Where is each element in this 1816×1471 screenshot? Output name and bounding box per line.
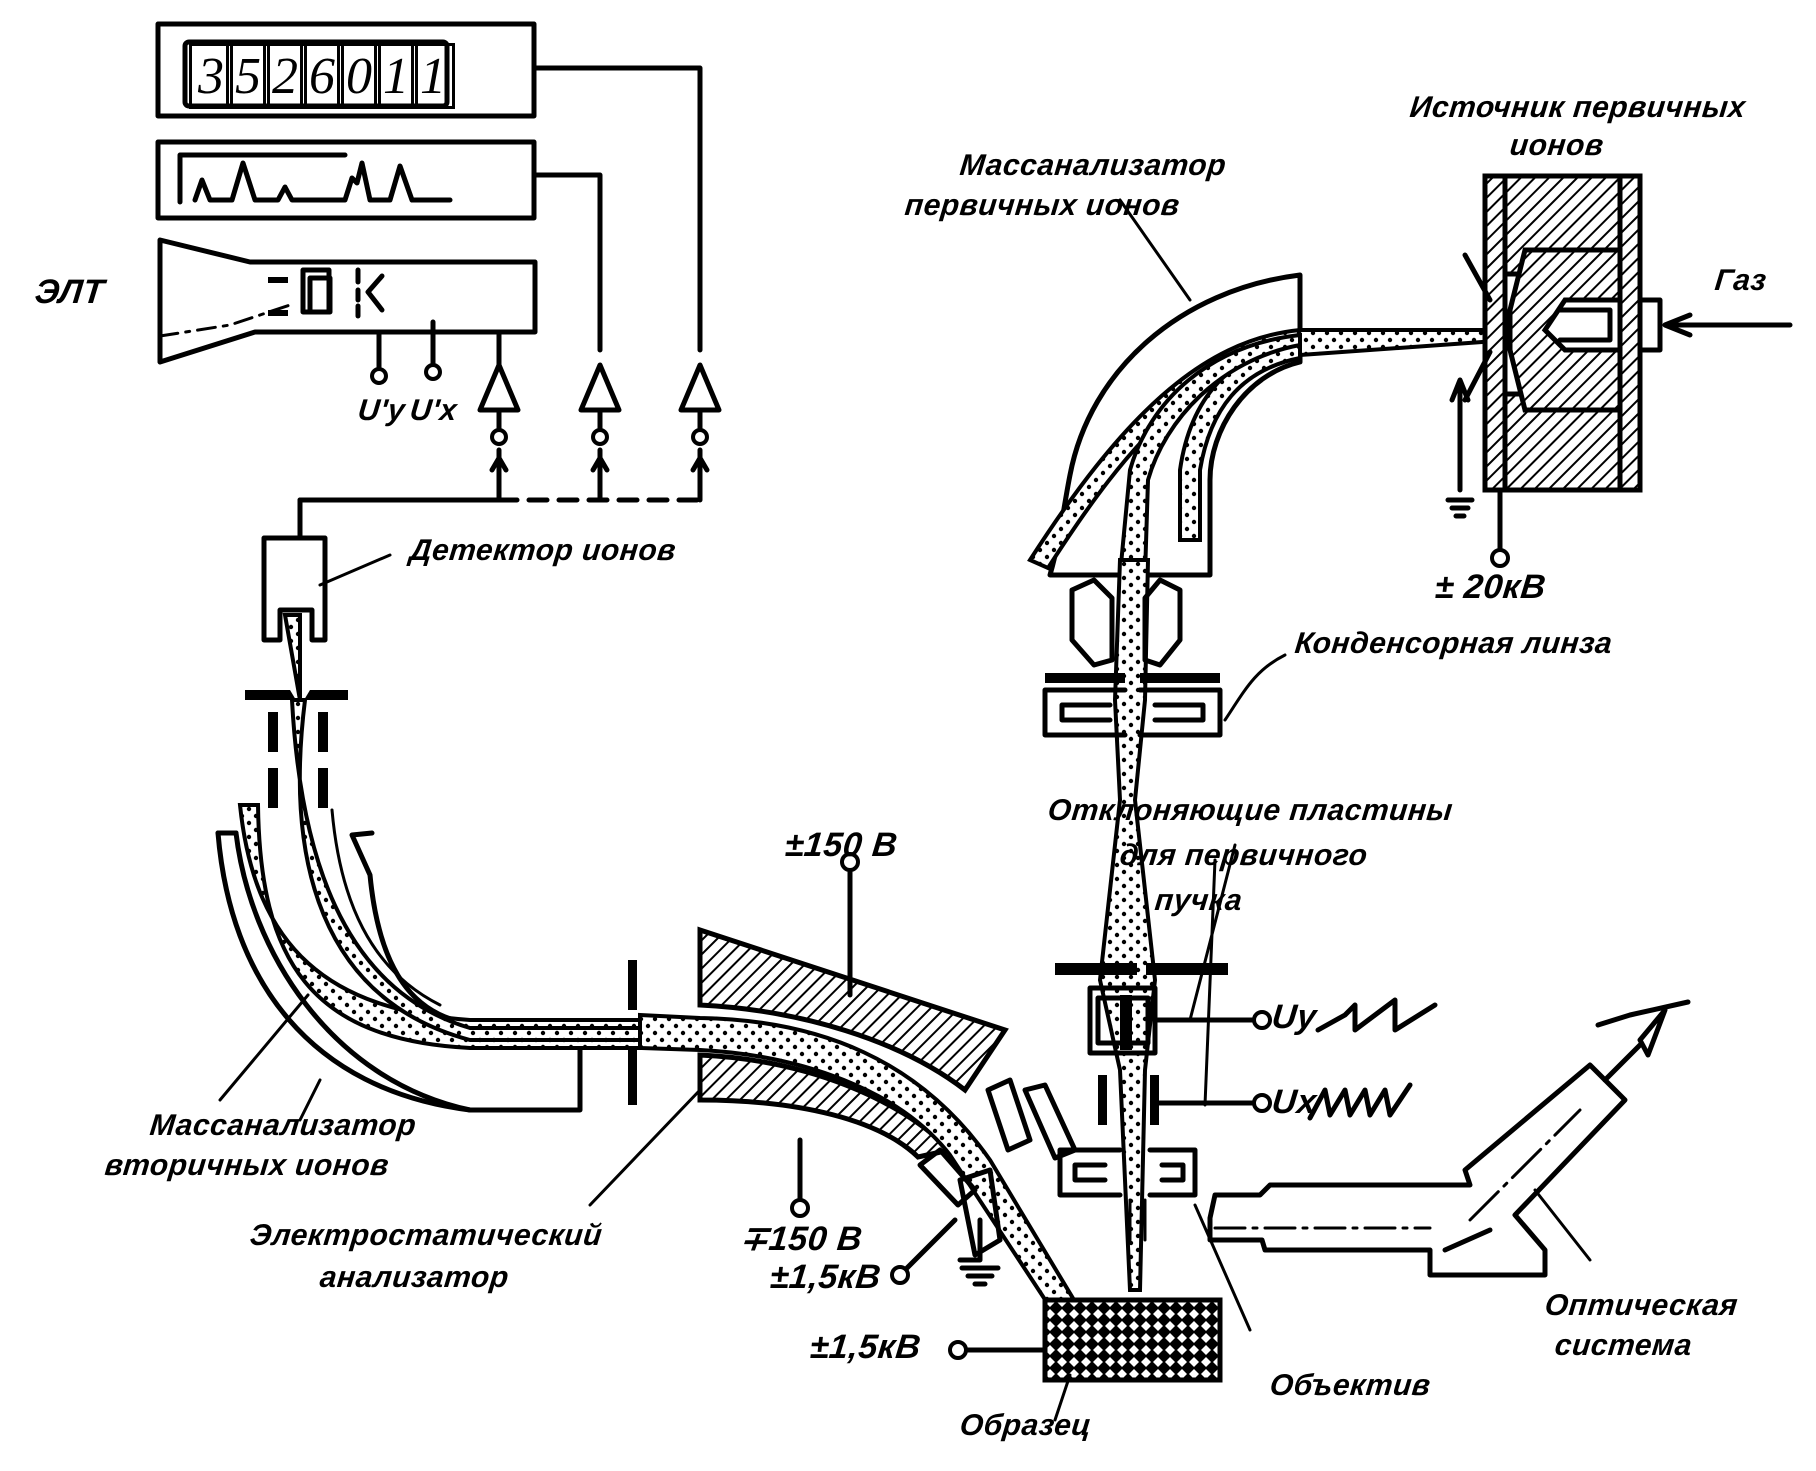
ux-label: Ux xyxy=(1270,1083,1319,1121)
primary-analyzer-leader xyxy=(1118,198,1192,302)
amplifier-1 xyxy=(477,329,521,503)
counter-digit: 3 xyxy=(189,43,233,109)
sample xyxy=(948,1297,1223,1422)
primary-ion-source xyxy=(1445,173,1793,568)
sample-voltage-label: ±1,5кВ xyxy=(808,1328,923,1366)
objective-lens xyxy=(1057,1147,1252,1332)
condenser-lens-label: Конденсорная линза xyxy=(1293,627,1615,660)
crt-tube xyxy=(157,237,538,365)
deflection-plates-label-3: пучка xyxy=(1153,884,1245,917)
recorder-wire xyxy=(532,172,603,353)
electrostatic-analyzer-label-1: Электростатический xyxy=(248,1219,604,1252)
deflection-plates-label-1: Отклоняющие пластины xyxy=(1046,794,1455,827)
secondary-beam xyxy=(237,803,652,1050)
amplifier-3 xyxy=(678,362,722,503)
objective-label: Объектив xyxy=(1268,1369,1433,1402)
deflection-plates xyxy=(1055,843,1438,1125)
crt-terminals xyxy=(370,319,442,385)
secondary-mass-analyzer xyxy=(215,830,583,1113)
plus-minus-150-label: ±150 В xyxy=(783,826,900,864)
counter-digit: 2 xyxy=(263,43,307,109)
exit-slits xyxy=(245,690,348,808)
spectrum-recorder xyxy=(155,139,537,221)
source-voltage-label: ± 20кВ xyxy=(1433,568,1548,606)
ux-prime-label: U'x xyxy=(408,394,459,427)
primary-source-label-1: Источник первичных xyxy=(1408,91,1748,124)
spectrum-trace xyxy=(192,160,453,203)
gas-label: Газ xyxy=(1713,264,1769,297)
secondary-analyzer-leader xyxy=(218,993,310,1102)
ion-detector-label: Детектор ионов xyxy=(408,534,678,567)
optical-system-label-2: система xyxy=(1553,1329,1694,1362)
condenser-lens xyxy=(1042,577,1287,738)
electrostatic-analyzer-label-2: анализатор xyxy=(318,1261,511,1294)
counter-wire xyxy=(532,65,703,353)
amplifier-2 xyxy=(578,362,622,503)
uy-prime-label: U'y xyxy=(356,394,407,427)
sample-label: Образец xyxy=(958,1409,1094,1442)
counter-digit: 0 xyxy=(337,43,381,109)
primary-source-label-2: ионов xyxy=(1508,129,1606,162)
counter-digit: 5 xyxy=(226,43,270,109)
deflection-plates-label-2: для первичного xyxy=(1118,839,1370,872)
counter-digit: 1 xyxy=(374,43,418,109)
primary-analyzer-label-1: Массанализатор xyxy=(958,149,1228,182)
minus-plus-150-label: ∓150 В xyxy=(738,1220,865,1258)
lens-voltage-label: ±1,5кВ xyxy=(768,1258,883,1296)
optical-system-label-1: Оптическая xyxy=(1543,1289,1740,1322)
primary-column-beam xyxy=(1097,558,1158,1292)
gas-arrow xyxy=(1662,312,1793,338)
secondary-analyzer-label-2: вторичных ионов xyxy=(103,1149,391,1182)
primary-analyzer-label-2: первичных ионов xyxy=(903,189,1182,222)
uy-label: Uy xyxy=(1270,998,1319,1036)
optical-system xyxy=(1207,999,1691,1278)
counter-digit: 6 xyxy=(300,43,344,109)
secondary-analyzer-label-1: Массанализатор xyxy=(148,1109,418,1142)
ion-detector xyxy=(261,535,392,701)
crt-label: ЭЛТ xyxy=(33,273,107,311)
counter-digit: 1 xyxy=(411,43,455,109)
